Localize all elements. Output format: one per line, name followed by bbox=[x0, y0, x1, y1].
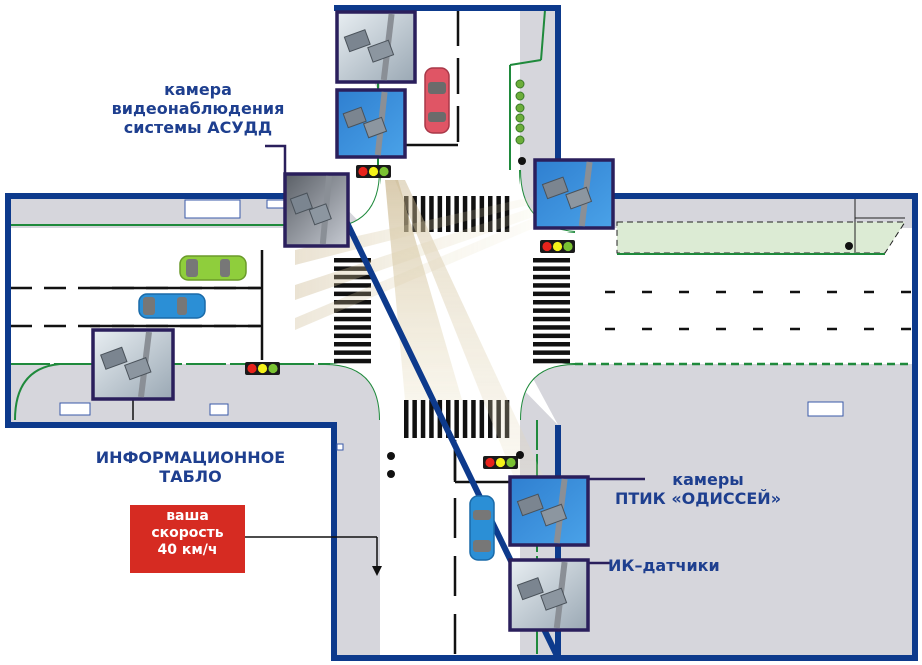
info-board-label: ИНФОРМАЦИОННОЕ ТАБЛО bbox=[78, 448, 303, 486]
crosswalk-stripe bbox=[533, 342, 570, 347]
ptik-cameras-label: камеры ПТИК «ОДИССЕЙ» bbox=[598, 470, 798, 508]
crosswalk-stripe bbox=[334, 308, 371, 313]
car-blue-south bbox=[469, 495, 495, 561]
crosswalk-stripe bbox=[334, 258, 371, 263]
crosswalk-stripe bbox=[420, 196, 426, 232]
label-line: ТАБЛО bbox=[159, 467, 222, 487]
trees bbox=[515, 79, 525, 145]
ir-sensor-photo-north bbox=[335, 10, 417, 84]
ir-sensor-photo-south bbox=[508, 558, 590, 632]
traffic-light-icon bbox=[356, 165, 391, 178]
crosswalk-stripe bbox=[404, 400, 409, 438]
label-line: видеонаблюдения bbox=[111, 99, 285, 119]
lane-markings bbox=[10, 10, 912, 658]
ptik-camera-photo-east bbox=[533, 158, 615, 230]
crosswalk-stripe bbox=[533, 266, 570, 271]
crosswalk-stripe bbox=[533, 291, 570, 297]
traffic-light-icon bbox=[540, 240, 575, 253]
crosswalk-stripe bbox=[446, 400, 451, 438]
crosswalk-stripe bbox=[533, 283, 570, 288]
crosswalk-stripe bbox=[462, 400, 468, 438]
crosswalk-stripe bbox=[533, 333, 570, 339]
label-line: ИНФОРМАЦИОННОЕ bbox=[95, 448, 286, 467]
car-blue-west bbox=[138, 293, 206, 319]
crosswalk-stripe bbox=[479, 400, 485, 438]
crosswalk-stripe bbox=[412, 400, 417, 438]
arrow-down-icon bbox=[372, 566, 382, 576]
car-red bbox=[424, 67, 450, 134]
label-line: системы АСУДД bbox=[123, 118, 273, 138]
label-text: ИК–датчики bbox=[608, 556, 720, 575]
ptik-camera-photo-north bbox=[335, 88, 407, 159]
crosswalk-stripe bbox=[533, 308, 570, 313]
crosswalk-stripe bbox=[334, 316, 371, 322]
crosswalk-stripe bbox=[446, 196, 451, 232]
ir-sensor-photo-west bbox=[91, 328, 175, 401]
crosswalk-stripe bbox=[334, 350, 371, 355]
info-board-pointer bbox=[245, 536, 382, 576]
crosswalk-stripe bbox=[533, 316, 570, 322]
crosswalk-stripe bbox=[496, 196, 501, 232]
crosswalk-stripe bbox=[533, 325, 570, 330]
crosswalk-stripe bbox=[334, 283, 371, 288]
crosswalk-stripe bbox=[334, 358, 371, 364]
crosswalk-stripe bbox=[334, 325, 371, 330]
info-board-display: ваша скорость 40 км/ч bbox=[130, 505, 245, 573]
crosswalk-east bbox=[533, 258, 570, 364]
traffic-light-icon bbox=[483, 456, 518, 469]
green-zone bbox=[616, 221, 906, 254]
label-line: камера bbox=[164, 80, 232, 99]
asudd-camera-label: камера видеонаблюдения системы АСУДД bbox=[108, 80, 288, 138]
traffic-light-icon bbox=[245, 362, 280, 375]
asudd-camera-photo bbox=[283, 172, 350, 248]
crosswalk-stripe bbox=[533, 350, 570, 355]
crosswalk-stripe bbox=[504, 196, 510, 232]
crosswalk-stripe bbox=[488, 400, 493, 438]
car-green bbox=[179, 255, 247, 281]
tablo-line: 40 км/ч bbox=[157, 541, 218, 558]
label-line: ПТИК «ОДИССЕЙ» bbox=[614, 489, 782, 509]
ptik-camera-photo-south bbox=[508, 475, 590, 547]
crosswalk-stripe bbox=[437, 196, 443, 232]
ir-sensors-label: ИК–датчики bbox=[608, 556, 720, 575]
crosswalk-stripe bbox=[533, 258, 570, 263]
label-line: камеры bbox=[672, 470, 744, 489]
crosswalk-stripe bbox=[533, 300, 570, 305]
tablo-line: скорость bbox=[151, 524, 224, 541]
tablo-line: ваша bbox=[166, 508, 209, 524]
crosswalk-stripe bbox=[334, 333, 371, 339]
crosswalk-stripe bbox=[429, 196, 434, 232]
crosswalk-stripe bbox=[420, 400, 426, 438]
crosswalk-stripe bbox=[533, 358, 570, 364]
crosswalk-stripe bbox=[429, 400, 434, 438]
crosswalk-stripe bbox=[334, 342, 371, 347]
crosswalk-stripe bbox=[533, 274, 570, 280]
crosswalk-stripe bbox=[471, 400, 476, 438]
crosswalk-stripe bbox=[454, 400, 459, 438]
